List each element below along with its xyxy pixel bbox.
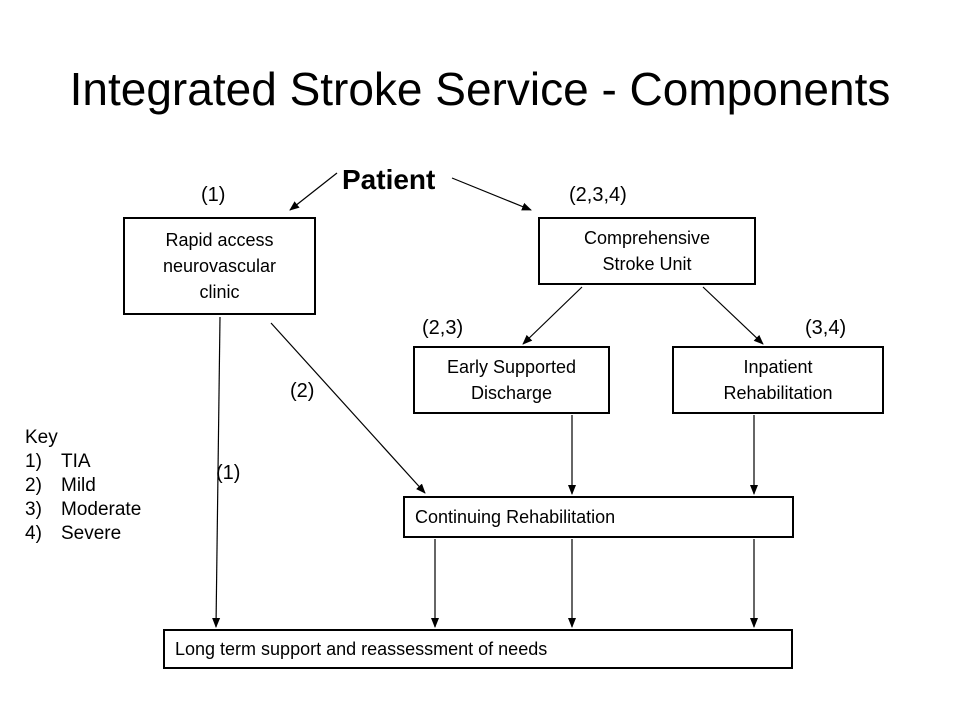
long-term-support-box: Long term support and reassessment of ne…	[163, 629, 793, 669]
arrow-stroke-unit-to-inpatient	[702, 286, 764, 345]
key-item: 4) Severe	[25, 522, 141, 546]
page-title: Integrated Stroke Service - Components	[69, 63, 891, 115]
edge-label-clinic-to-continuing: (2)	[290, 380, 315, 402]
arrow-clinic-to-continuing	[270, 322, 426, 494]
severity-key: Key 1) TIA 2) Mild 3) Moderate 4) Severe	[25, 426, 141, 546]
key-item-number: 2)	[25, 475, 42, 496]
continuing-rehabilitation-box: Continuing Rehabilitation	[403, 496, 794, 538]
arrow-patient-to-stroke-unit	[451, 177, 532, 211]
key-item-number: 3)	[25, 499, 42, 520]
key-item-label: TIA	[61, 451, 91, 472]
key-item-label: Severe	[61, 523, 122, 544]
arrow-clinic-to-longterm	[212, 316, 221, 628]
key-item-label: Moderate	[61, 499, 142, 520]
arrow-patient-to-clinic	[289, 172, 338, 211]
edge-label-patient-to-unit: (2,3,4)	[569, 184, 627, 206]
comprehensive-stroke-unit-box: Comprehensive Stroke Unit	[538, 217, 756, 285]
arrow-stroke-unit-to-esd	[522, 286, 583, 345]
edge-label-clinic-to-longterm: (1)	[216, 462, 241, 484]
edge-label-unit-to-esd: (2,3)	[422, 317, 464, 339]
rapid-access-clinic-box: Rapid access neurovascular clinic	[123, 217, 316, 315]
key-item-number: 1)	[25, 451, 42, 472]
key-title: Key	[25, 427, 58, 448]
key-item-number: 4)	[25, 523, 42, 544]
early-supported-discharge-box: Early Supported Discharge	[413, 346, 610, 414]
key-item-label: Mild	[61, 475, 96, 496]
edge-label-unit-to-inpatient: (3,4)	[805, 317, 847, 339]
inpatient-rehabilitation-box: Inpatient Rehabilitation	[672, 346, 884, 414]
key-item: 2) Mild	[25, 474, 141, 498]
key-item: 1) TIA	[25, 450, 141, 474]
patient-label: Patient	[342, 164, 436, 195]
key-item: 3) Moderate	[25, 498, 141, 522]
edge-label-patient-to-clinic: (1)	[201, 184, 226, 206]
